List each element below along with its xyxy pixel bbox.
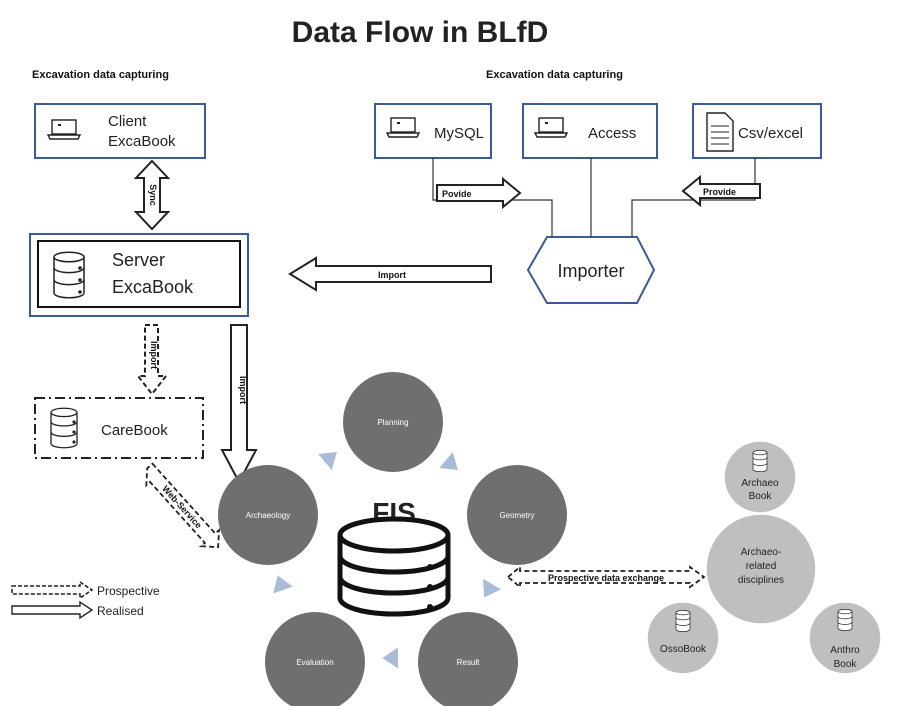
provide-arrow-right: Provide bbox=[681, 174, 761, 208]
import-dashed-label: Import bbox=[149, 341, 159, 369]
database-icon bbox=[752, 450, 768, 472]
import-vertical-arrow: Import bbox=[220, 324, 258, 485]
planning-label: Planning bbox=[377, 418, 408, 427]
provide-left-label: Povide bbox=[442, 189, 472, 199]
database-icon bbox=[50, 407, 78, 449]
legend-prospective-label: Prospective bbox=[97, 584, 160, 598]
database-icon bbox=[837, 609, 853, 631]
import-vertical-label: Import bbox=[238, 376, 248, 404]
database-icon bbox=[675, 610, 691, 632]
cycle-arrow-icon bbox=[273, 575, 293, 594]
csv-node: Csv/excel bbox=[692, 103, 822, 159]
provide-arrow-left: Povide bbox=[436, 176, 522, 210]
importer-node: Importer bbox=[526, 236, 656, 304]
server-label-line1: Server bbox=[112, 250, 165, 270]
import-dashed-arrow: Import bbox=[135, 324, 169, 396]
client-excabook-node: Client ExcaBook bbox=[34, 103, 206, 159]
archaeobook-line2: Book bbox=[749, 491, 773, 502]
import-horizontal-arrow: Import bbox=[288, 256, 492, 292]
document-icon bbox=[706, 112, 734, 152]
right-section-heading: Excavation data capturing bbox=[486, 69, 623, 81]
sync-arrow: Sync bbox=[133, 159, 171, 231]
import-horizontal-label: Import bbox=[378, 270, 406, 280]
legend: Prospective Realised bbox=[11, 580, 160, 620]
disciplines-line3: disciplines bbox=[738, 575, 784, 586]
disciplines-cluster: Archaeo- related disciplines Archaeo Boo… bbox=[646, 440, 882, 675]
cycle-geometry: Geometry bbox=[467, 465, 567, 565]
cycle-result: Result bbox=[418, 612, 518, 706]
anthrobook-line2: Book bbox=[834, 659, 858, 670]
cycle-arrow-icon bbox=[382, 647, 398, 669]
anthrobook-line1: Anthro bbox=[830, 645, 860, 656]
cycle-arrows bbox=[273, 451, 502, 669]
mysql-label: MySQL bbox=[434, 125, 484, 142]
provide-right-label: Provide bbox=[703, 187, 736, 197]
geometry-label: Geometry bbox=[499, 511, 534, 520]
laptop-icon bbox=[47, 119, 81, 140]
cycle-planning: Planning bbox=[343, 372, 443, 472]
mysql-node: MySQL bbox=[374, 103, 492, 159]
server-excabook-node: Server ExcaBook bbox=[29, 233, 249, 317]
prospective-exchange-arrow: Prospective data exchange bbox=[506, 565, 706, 589]
webservice-arrow: Web-Service bbox=[145, 462, 221, 549]
database-icon bbox=[337, 516, 451, 617]
disciplines-center bbox=[705, 513, 817, 625]
evaluation-label: Evaluation bbox=[296, 658, 333, 667]
client-label-line2: ExcaBook bbox=[108, 133, 176, 150]
carebook-node: CareBook bbox=[34, 397, 204, 459]
laptop-icon bbox=[534, 117, 568, 138]
archaeology-label: Archaeology bbox=[246, 511, 290, 520]
database-icon bbox=[53, 251, 85, 299]
sync-label: Sync bbox=[148, 184, 158, 206]
legend-prospective: Prospective bbox=[11, 580, 160, 600]
server-label-line2: ExcaBook bbox=[112, 277, 194, 297]
legend-realised: Realised bbox=[11, 600, 144, 620]
cycle-evaluation: Evaluation bbox=[265, 612, 365, 706]
page-title: Data Flow in BLfD bbox=[292, 16, 549, 49]
access-node: Access bbox=[522, 103, 658, 159]
csv-label: Csv/excel bbox=[738, 125, 803, 142]
ossobook-node: OssoBook bbox=[646, 601, 720, 675]
disciplines-line2: related bbox=[746, 561, 777, 572]
prospective-exchange-label: Prospective data exchange bbox=[548, 573, 664, 583]
fis-node: FIS bbox=[337, 497, 451, 617]
cycle-arrow-icon bbox=[482, 578, 502, 598]
cycle-archaeology: Archaeology bbox=[218, 465, 318, 565]
cycle-arrow-icon bbox=[318, 451, 337, 470]
left-section-heading: Excavation data capturing bbox=[32, 69, 169, 81]
archaeobook-line1: Archaeo bbox=[741, 478, 779, 489]
result-label: Result bbox=[457, 658, 480, 667]
anthrobook-node: Anthro Book bbox=[808, 601, 882, 675]
cycle-arrow-icon bbox=[439, 452, 458, 471]
ossobook-label: OssoBook bbox=[660, 644, 707, 655]
access-label: Access bbox=[588, 125, 636, 142]
archaeobook-node: Archaeo Book bbox=[723, 440, 797, 514]
laptop-icon bbox=[386, 117, 420, 138]
importer-label: Importer bbox=[557, 261, 624, 281]
legend-realised-label: Realised bbox=[97, 604, 144, 618]
client-label-line1: Client bbox=[108, 113, 147, 130]
webservice-label: Web-Service bbox=[160, 484, 203, 531]
disciplines-line1: Archaeo- bbox=[741, 547, 782, 558]
carebook-label: CareBook bbox=[101, 422, 168, 439]
